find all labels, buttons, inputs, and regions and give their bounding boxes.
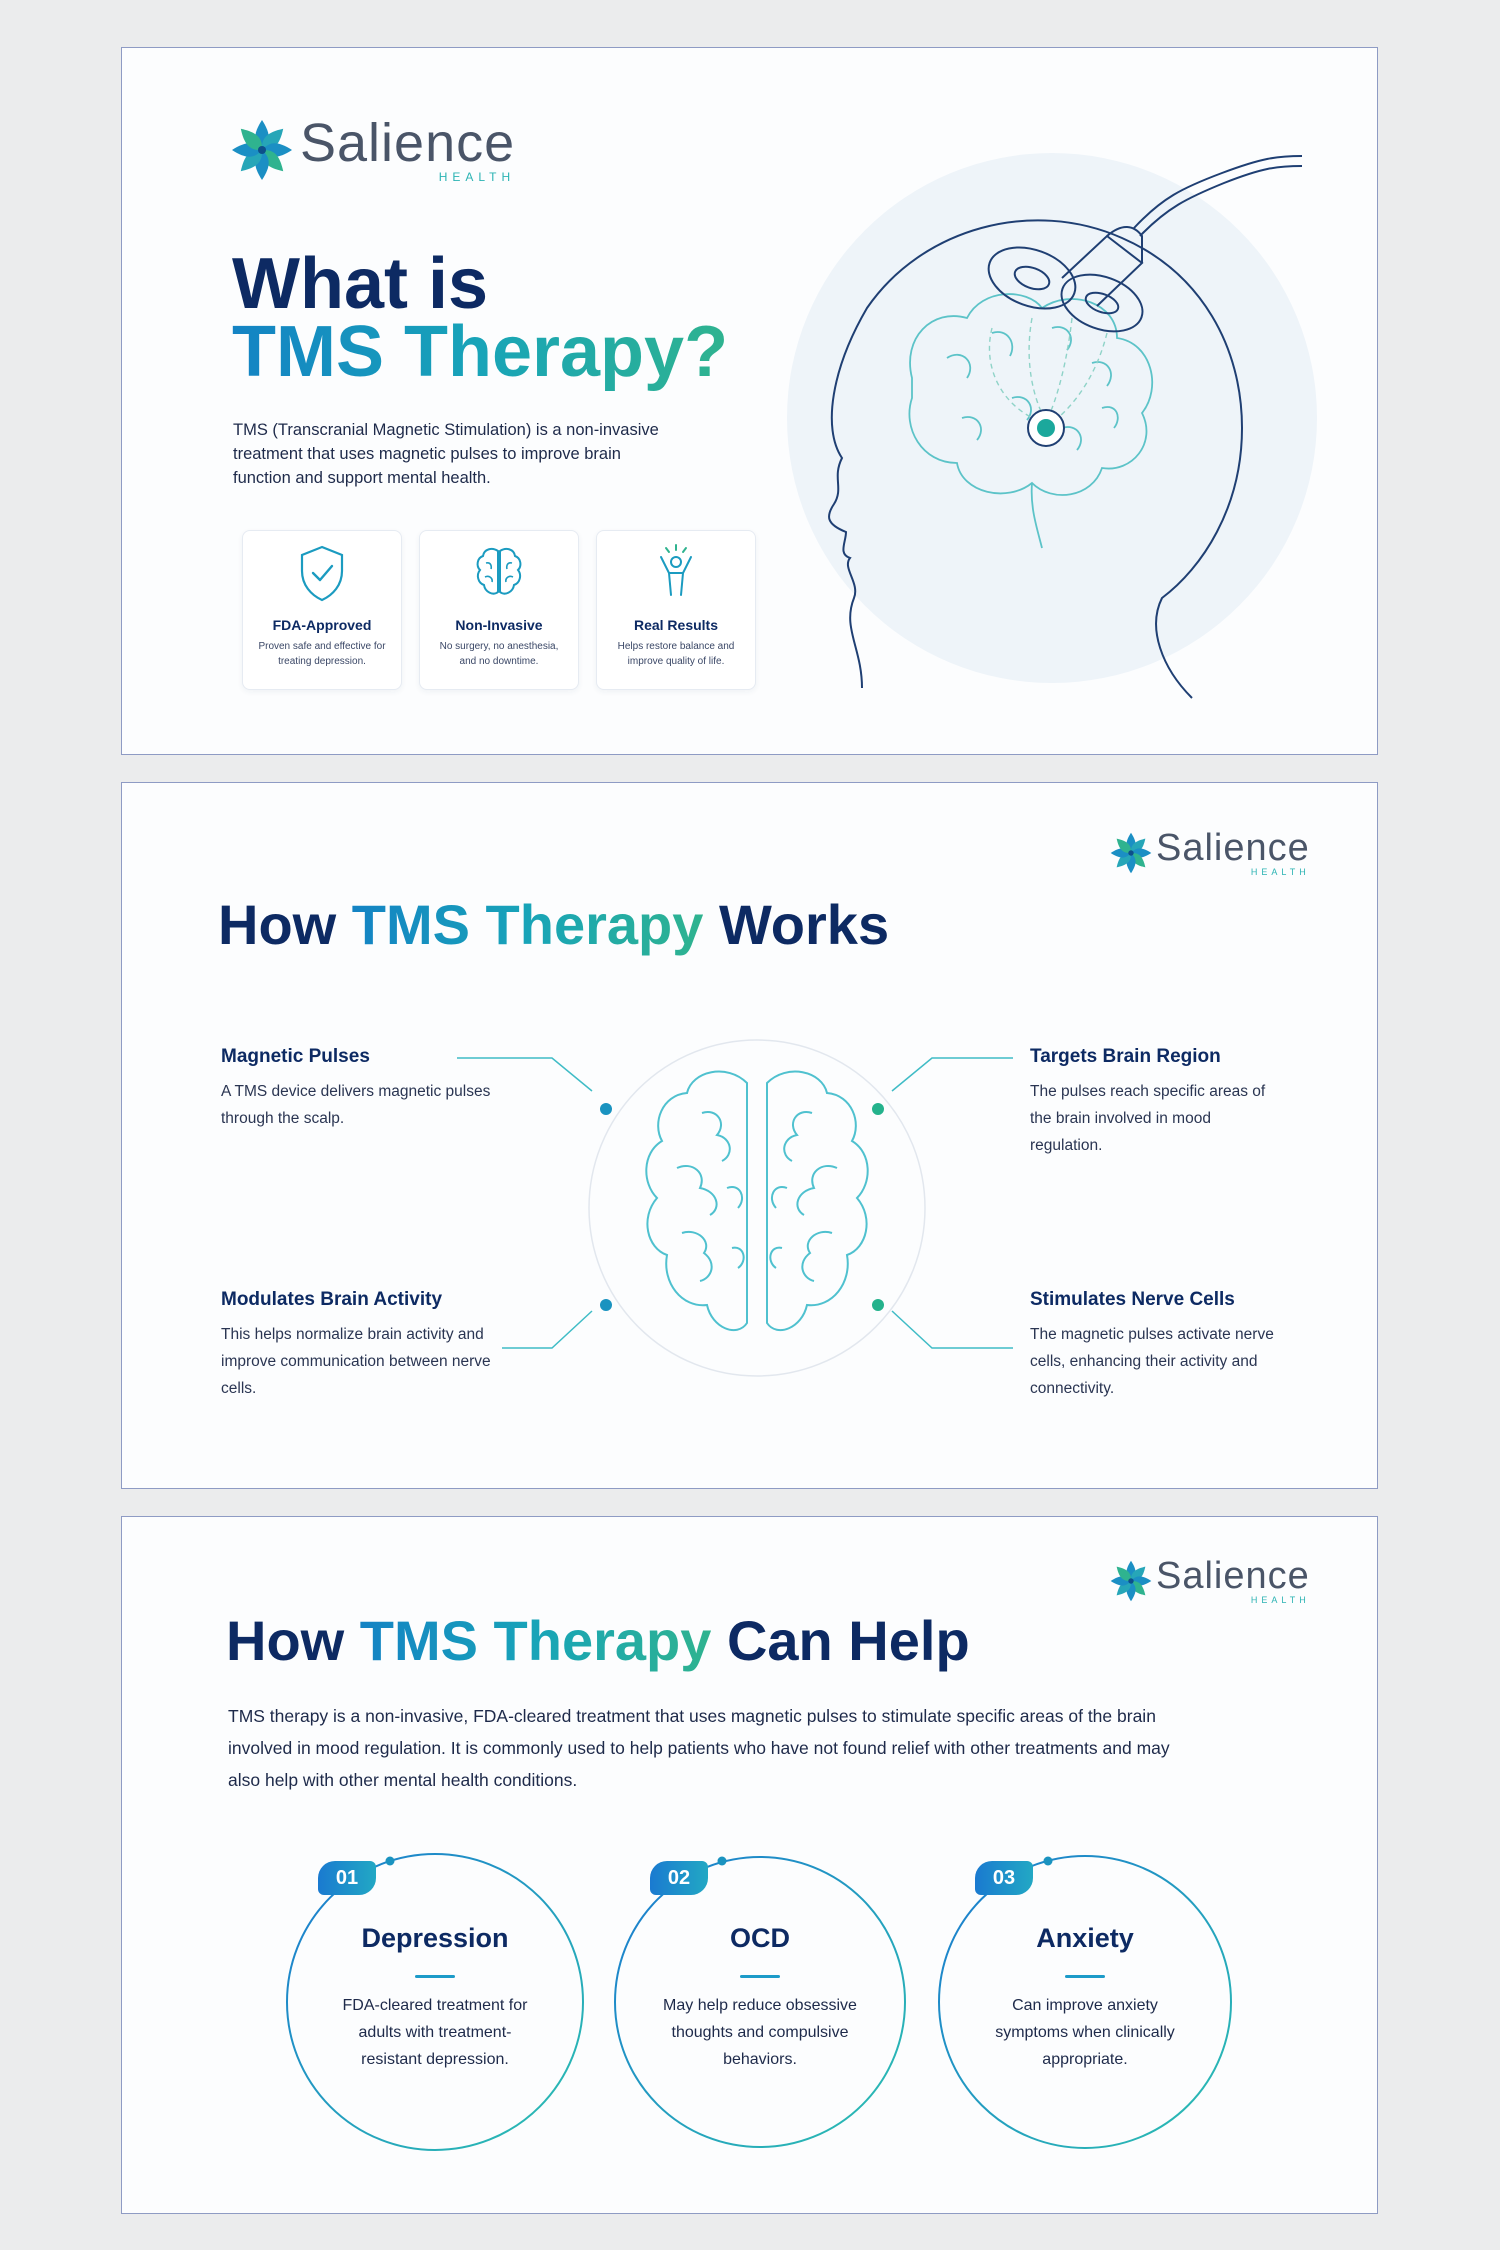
- brand-logo: Salience HEALTH: [1108, 829, 1310, 877]
- feature-card-results: Real Results Helps restore balance and i…: [596, 530, 756, 690]
- title-part: Can Help: [711, 1609, 970, 1672]
- condition-title: OCD: [730, 1923, 790, 1953]
- title-highlight: TMS Therapy: [351, 893, 704, 956]
- condition-desc: Can improve anxiety symptoms when clinic…: [995, 1997, 1175, 2068]
- feature-desc: Proven safe and effective for treating d…: [258, 641, 386, 667]
- point-targets-region: Targets Brain Region The pulses reach sp…: [1030, 1046, 1280, 1159]
- feature-title: Non-Invasive: [455, 617, 543, 633]
- point-title: Targets Brain Region: [1030, 1046, 1221, 1067]
- condition-divider: [740, 1975, 780, 1978]
- feature-title: FDA-Approved: [272, 617, 372, 633]
- feature-desc: Helps restore balance and improve qualit…: [617, 641, 735, 667]
- slide-how-it-works: Salience HEALTH How TMS Therapy Works Ma…: [121, 782, 1378, 1489]
- page-title: What is TMS Therapy?: [232, 248, 728, 388]
- point-modulates-activity: Modulates Brain Activity This helps norm…: [221, 1289, 491, 1402]
- condition-divider: [415, 1975, 455, 1978]
- point-stimulates-cells: Stimulates Nerve Cells The magnetic puls…: [1030, 1289, 1280, 1402]
- condition-desc: FDA-cleared treatment for adults with tr…: [342, 1997, 528, 2068]
- brand-logo: Salience HEALTH: [228, 116, 515, 184]
- title-highlight: TMS Therapy: [359, 1609, 712, 1672]
- feature-desc: No surgery, no anesthesia, and no downti…: [439, 641, 559, 667]
- slide-what-is-tms: Salience HEALTH What is TMS Therapy? TMS…: [121, 47, 1378, 755]
- condition-title: Anxiety: [1036, 1923, 1134, 1953]
- brain-diagram: [588, 1039, 926, 1377]
- logo-subtext: HEALTH: [1250, 1595, 1310, 1605]
- title-part: How: [218, 893, 352, 956]
- logo-wordmark: Salience: [1156, 827, 1310, 869]
- feature-title: Real Results: [633, 617, 719, 633]
- head-coil-illustration: [787, 153, 1317, 699]
- title-part: Works: [703, 893, 890, 956]
- page-title: How TMS Therapy Can Help: [226, 1609, 970, 1673]
- shield-check-icon: [300, 545, 344, 602]
- condition-desc: May help reduce obsessive thoughts and c…: [663, 1997, 857, 2068]
- logo-flower-icon: [232, 120, 292, 180]
- logo-subtext: HEALTH: [438, 170, 516, 184]
- logo-flower-icon: [1110, 1560, 1152, 1602]
- slide-how-it-helps: Salience HEALTH How TMS Therapy Can Help…: [121, 1516, 1378, 2214]
- logo-wordmark: Salience: [300, 113, 516, 173]
- point-title: Stimulates Nerve Cells: [1030, 1289, 1235, 1310]
- logo-wordmark: Salience: [1156, 1555, 1310, 1597]
- point-desc: A TMS device delivers magnetic pulses th…: [221, 1083, 491, 1127]
- title-part: How: [226, 1609, 360, 1672]
- point-title: Magnetic Pulses: [221, 1046, 370, 1067]
- condition-title: Depression: [361, 1923, 509, 1953]
- brand-logo: Salience HEALTH: [1108, 1557, 1310, 1605]
- point-desc: This helps normalize brain activity and …: [221, 1326, 491, 1397]
- condition-divider: [1065, 1975, 1105, 1978]
- intro-text: TMS therapy is a non-invasive, FDA-clear…: [228, 1706, 1170, 1790]
- page-title: How TMS Therapy Works: [218, 893, 889, 957]
- brain-icon: [476, 547, 522, 595]
- title-line-2: TMS Therapy?: [232, 312, 729, 392]
- feature-card-noninvasive: Non-Invasive No surgery, no anesthesia, …: [419, 530, 579, 690]
- point-desc: The pulses reach specific areas of the b…: [1030, 1083, 1266, 1154]
- condition-number-badge: 02: [650, 1861, 708, 1895]
- point-title: Modulates Brain Activity: [221, 1289, 443, 1310]
- feature-card-fda: FDA-Approved Proven safe and effective f…: [242, 530, 402, 690]
- logo-flower-icon: [1110, 832, 1152, 874]
- point-magnetic-pulses: Magnetic Pulses A TMS device delivers ma…: [221, 1046, 501, 1132]
- logo-subtext: HEALTH: [1250, 867, 1310, 877]
- intro-text: TMS (Transcranial Magnetic Stimulation) …: [233, 421, 659, 487]
- point-desc: The magnetic pulses activate nerve cells…: [1030, 1326, 1274, 1397]
- person-raised-arms-icon: [660, 544, 692, 596]
- condition-number-badge: 03: [975, 1861, 1033, 1895]
- condition-number-badge: 01: [318, 1861, 376, 1895]
- title-line-1: What is: [232, 244, 489, 324]
